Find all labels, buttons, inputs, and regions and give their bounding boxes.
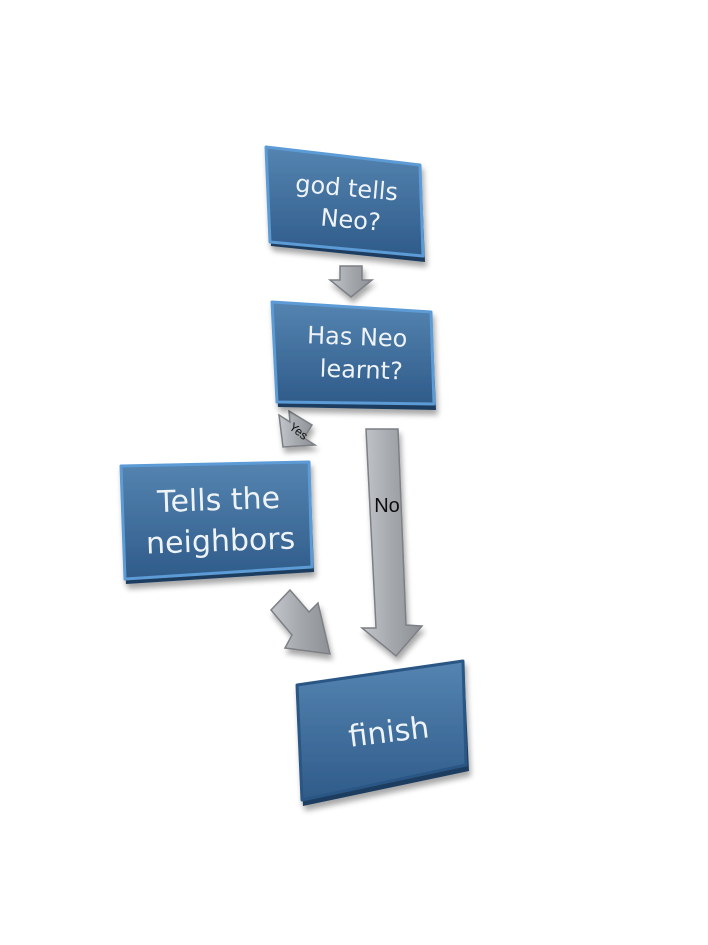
node-tells-neighbors: Tells the neighbors <box>119 460 314 584</box>
node-tells-neighbors-line1: Tells the <box>156 481 281 520</box>
arrow-no: No <box>359 428 424 658</box>
node-god-tells-neo-line2: Neo? <box>320 203 382 236</box>
arrow-yes: Yes <box>278 409 318 448</box>
node-has-neo-learnt-line2: learnt? <box>319 355 403 386</box>
node-finish: finish <box>295 659 469 806</box>
node-god-tells-neo: god tells Neo? <box>264 145 425 262</box>
node-tells-neighbors-line2: neighbors <box>145 521 295 561</box>
node-has-neo-learnt-line1: Has Neo <box>307 321 408 352</box>
no-label: No <box>374 495 400 517</box>
arrow-neighbors-to-finish <box>269 588 331 655</box>
arrow-god-to-learnt <box>327 265 375 298</box>
node-has-neo-learnt: Has Neo learnt? <box>270 300 436 410</box>
